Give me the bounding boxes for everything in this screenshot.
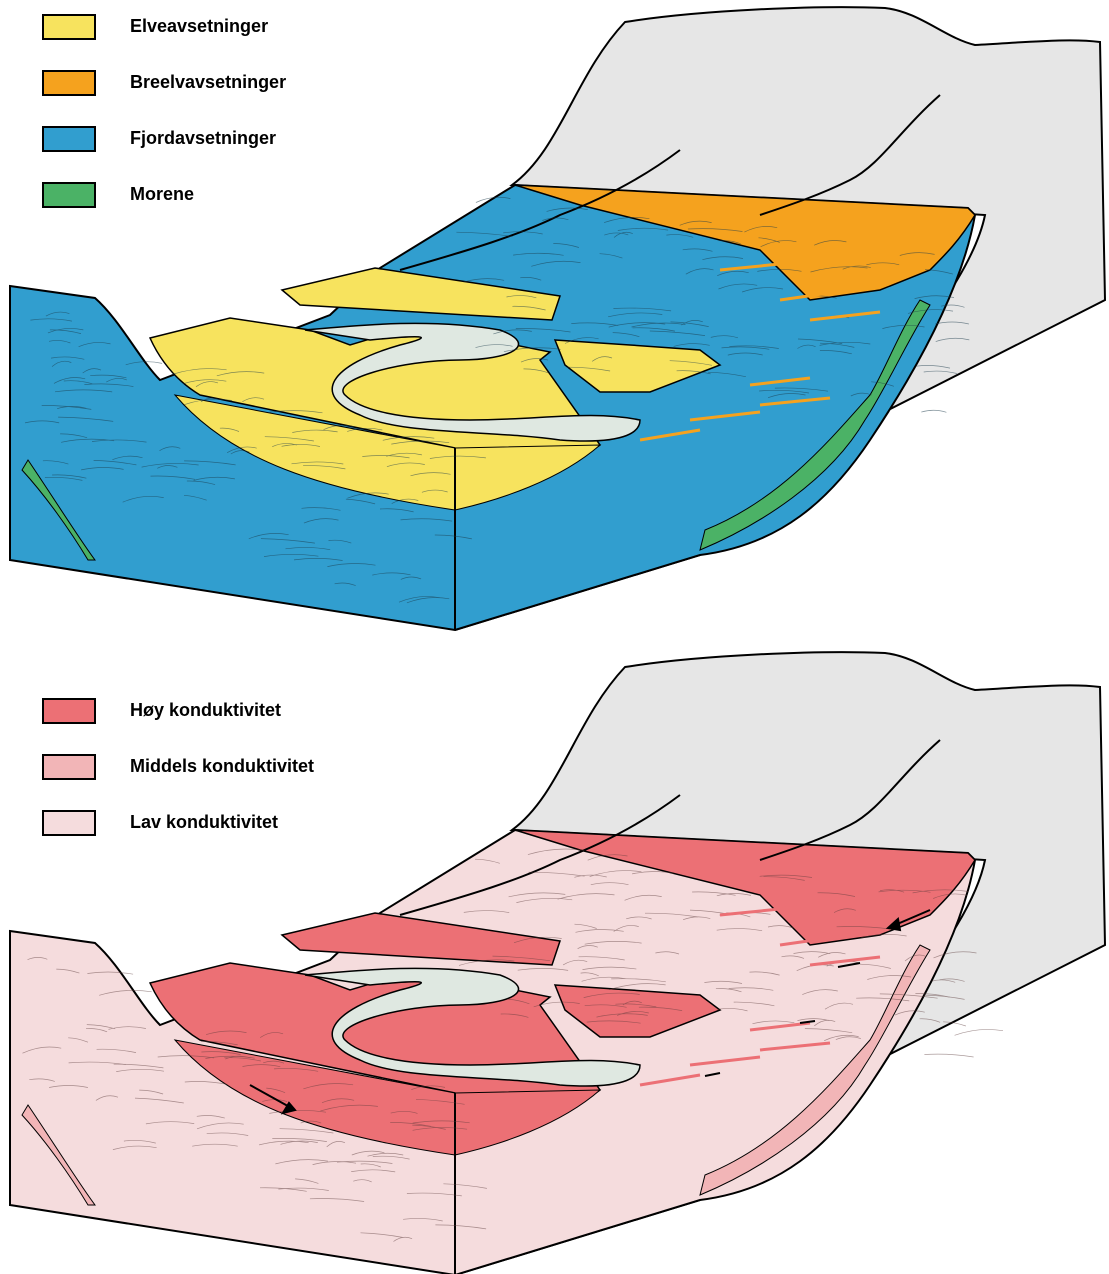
legend-item-fjord: Fjordavsetninger: [42, 126, 462, 158]
hatch-stroke: [921, 410, 946, 412]
legend-item-breelv: Breelvavsetninger: [42, 70, 462, 102]
legend-swatch: [42, 182, 96, 208]
hatch-stroke: [955, 1029, 1003, 1035]
legend-swatch: [42, 754, 96, 780]
legend-swatch: [42, 14, 96, 40]
legend-swatch: [42, 698, 96, 724]
legend-label: Høy konduktivitet: [130, 700, 281, 721]
legend-item-middels: Middels konduktivitet: [42, 754, 462, 786]
legend-item-morene: Morene: [42, 182, 462, 214]
legend-item-hoy: Høy konduktivitet: [42, 698, 462, 730]
legend-item-elv: Elveavsetninger: [42, 14, 462, 46]
conductivity-block-diagram: [10, 652, 1105, 1274]
legend-swatch: [42, 810, 96, 836]
legend-swatch: [42, 126, 96, 152]
legend-label: Middels konduktivitet: [130, 756, 314, 777]
legend-label: Morene: [130, 184, 194, 205]
hatch-stroke: [924, 1054, 973, 1057]
legend-label: Fjordavsetninger: [130, 128, 276, 149]
legend-swatch: [42, 70, 96, 96]
legend-item-lav: Lav konduktivitet: [42, 810, 462, 842]
legend-label: Breelvavsetninger: [130, 72, 286, 93]
legend-label: Elveavsetninger: [130, 16, 268, 37]
legend-label: Lav konduktivitet: [130, 812, 278, 833]
